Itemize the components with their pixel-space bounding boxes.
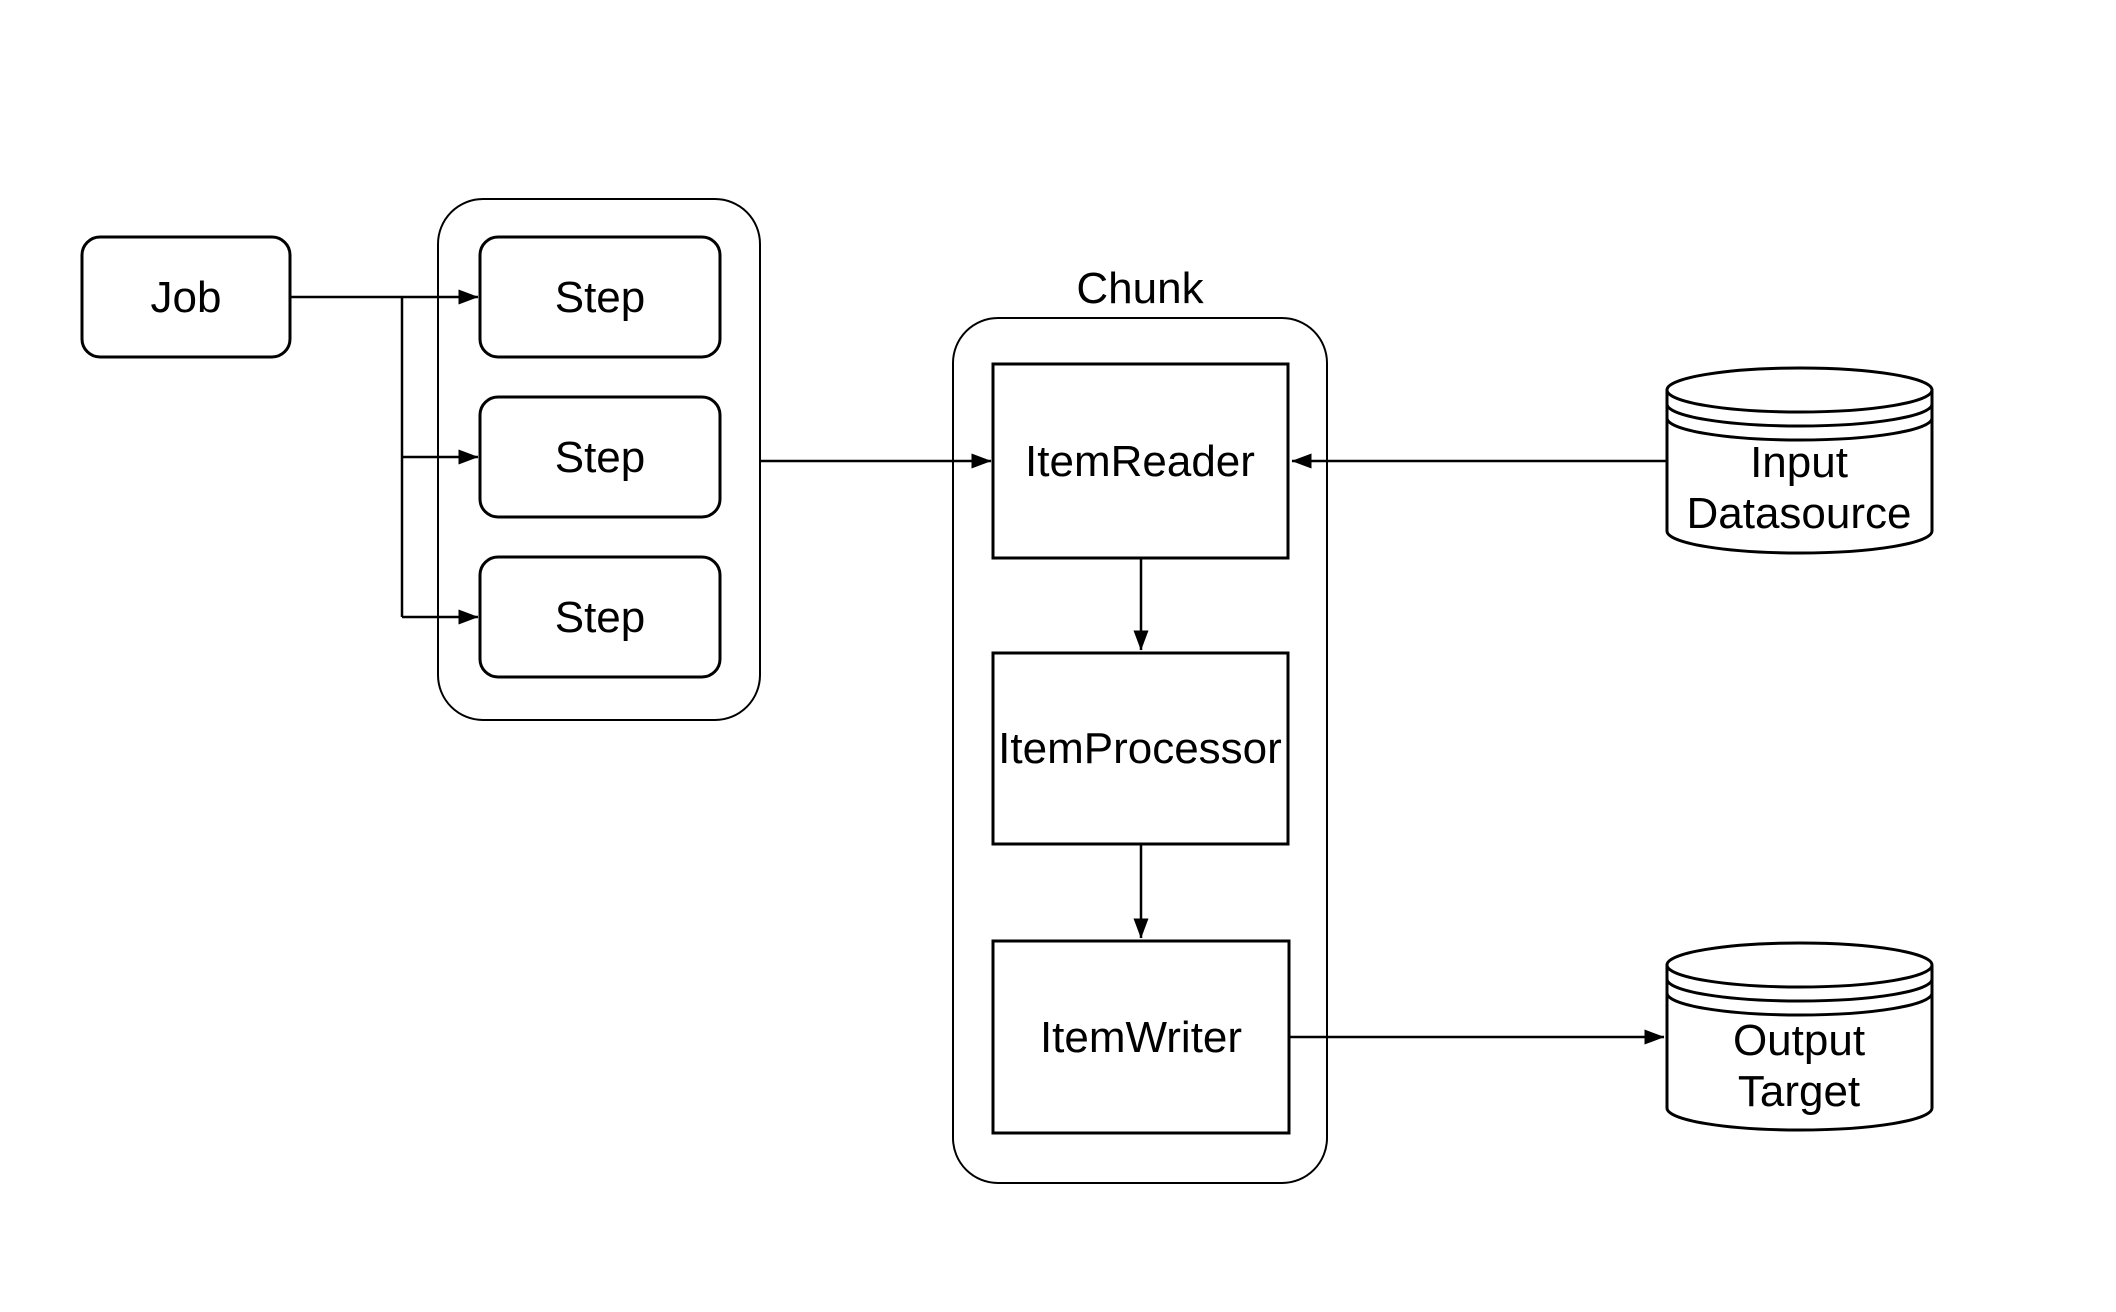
job-node: Job xyxy=(80,235,292,359)
output-target-node: Output Target xyxy=(1665,941,1934,1132)
step-label-2: Step xyxy=(555,433,646,482)
item-reader-node: ItemReader xyxy=(991,362,1290,560)
output-target-label-line1: Output xyxy=(1733,1016,1865,1065)
chunk-label: Chunk xyxy=(1076,264,1204,313)
step-label-3: Step xyxy=(555,593,646,642)
job-label: Job xyxy=(151,273,222,322)
step-node-2: Step xyxy=(478,395,722,519)
item-writer-label: ItemWriter xyxy=(1040,1013,1242,1062)
step-node-3: Step xyxy=(478,555,722,679)
input-datasource-label-line2: Datasource xyxy=(1686,489,1911,538)
edges xyxy=(290,289,1667,1045)
step-label-1: Step xyxy=(555,273,646,322)
output-target-label-line2: Target xyxy=(1738,1067,1860,1116)
item-processor-node: ItemProcessor xyxy=(991,651,1290,846)
step-node-1: Step xyxy=(478,235,722,359)
input-datasource-label-line1: Input xyxy=(1750,438,1848,487)
input-datasource-node: Input Datasource xyxy=(1665,366,1934,555)
item-processor-label: ItemProcessor xyxy=(998,724,1282,773)
item-writer-node: ItemWriter xyxy=(991,939,1291,1135)
item-reader-label: ItemReader xyxy=(1025,437,1255,486)
